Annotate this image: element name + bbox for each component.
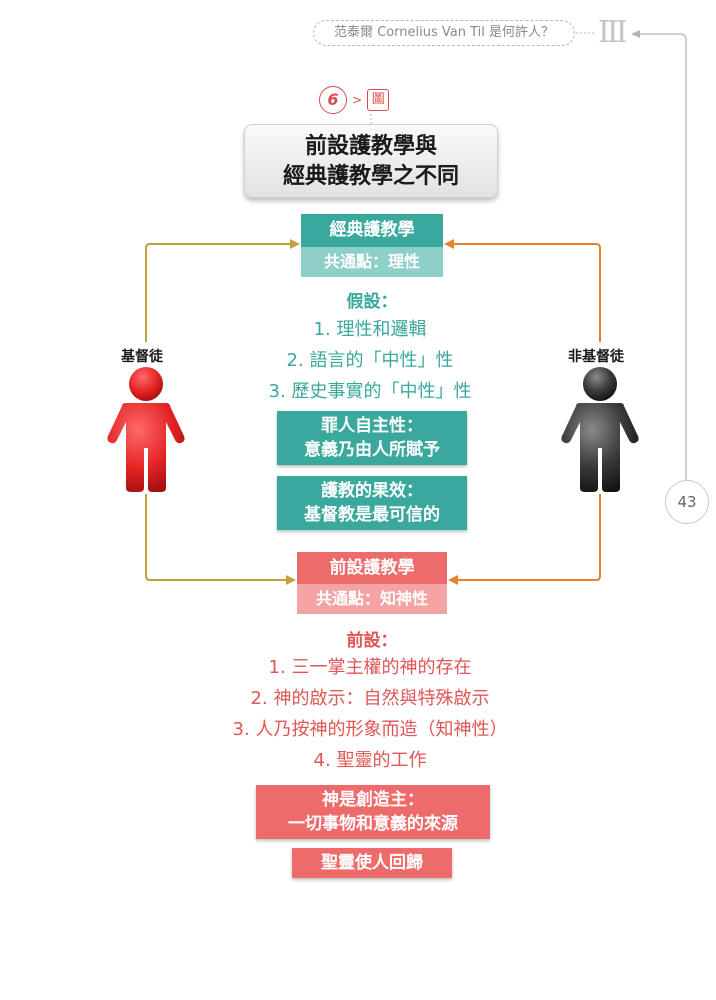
presuppositional-assumptions-label: 前設：	[346, 631, 398, 651]
left-bottom-connector	[145, 494, 296, 585]
box-line: 罪人自主性：	[321, 416, 423, 436]
presuppositional-heading: 前設護教學	[297, 552, 447, 584]
box-line: 意義乃由人所賦予	[304, 440, 440, 460]
list-item: 4. 聖靈的工作	[313, 750, 427, 771]
running-title: 范泰爾 Cornelius Van Til 是何許人？	[313, 20, 575, 46]
title-line-2: 經典護教學之不同	[282, 164, 459, 189]
left-top-connector	[145, 239, 300, 342]
creator-box: 神是創造主： 一切事物和意義的來源	[256, 785, 490, 839]
classical-assumptions-list: 1. 理性和邏輯 2. 語言的「中性」性 3. 歷史事實的「中性」性	[220, 314, 520, 407]
figure-word: 圖	[367, 89, 390, 111]
chapter-numeral: III	[598, 15, 628, 50]
christian-figure-icon	[107, 367, 185, 492]
box-line: 一切事物和意義的來源	[288, 814, 458, 834]
classical-common-ground: 共通點：理性	[301, 247, 443, 277]
non-christian-label: 非基督徒	[568, 349, 624, 365]
classical-heading: 經典護教學	[301, 214, 443, 247]
list-item: 2. 語言的「中性」性	[286, 350, 454, 371]
right-bottom-connector	[448, 494, 601, 585]
non-christian-figure-icon	[561, 367, 639, 492]
page-margin-line	[631, 30, 687, 480]
right-top-connector	[444, 239, 601, 342]
figure-number: 6	[319, 86, 347, 114]
presuppositional-assumptions-list: 1. 三一掌主權的神的存在 2. 神的啟示：自然與特殊啟示 3. 人乃按神的形象…	[180, 652, 560, 776]
list-item: 1. 理性和邏輯	[313, 319, 427, 340]
apologetic-effect-box: 護教的果效： 基督教是最可信的	[277, 476, 467, 530]
box-line: 神是創造主：	[322, 790, 424, 810]
christian-label: 基督徒	[121, 349, 163, 365]
holy-spirit-box: 聖靈使人回歸	[292, 848, 452, 878]
list-item: 2. 神的啟示：自然與特殊啟示	[250, 688, 490, 709]
figure-separator: >	[352, 93, 363, 107]
list-item: 1. 三一掌主權的神的存在	[268, 657, 472, 678]
list-item: 3. 歷史事實的「中性」性	[268, 381, 472, 402]
sinner-autonomy-box: 罪人自主性： 意義乃由人所賦予	[277, 411, 467, 465]
classical-assumptions-label: 假設：	[346, 292, 398, 312]
list-item: 3. 人乃按神的形象而造（知神性）	[232, 719, 508, 740]
presuppositional-common-ground: 共通點：知神性	[297, 584, 447, 614]
diagram-title: 前設護教學與 經典護教學之不同	[244, 124, 498, 198]
figure-label: 6 > 圖	[319, 86, 390, 114]
page-number: 43	[665, 480, 709, 524]
box-line: 基督教是最可信的	[304, 505, 440, 525]
title-line-1: 前設護教學與	[304, 134, 437, 159]
box-line: 護教的果效：	[321, 481, 423, 501]
